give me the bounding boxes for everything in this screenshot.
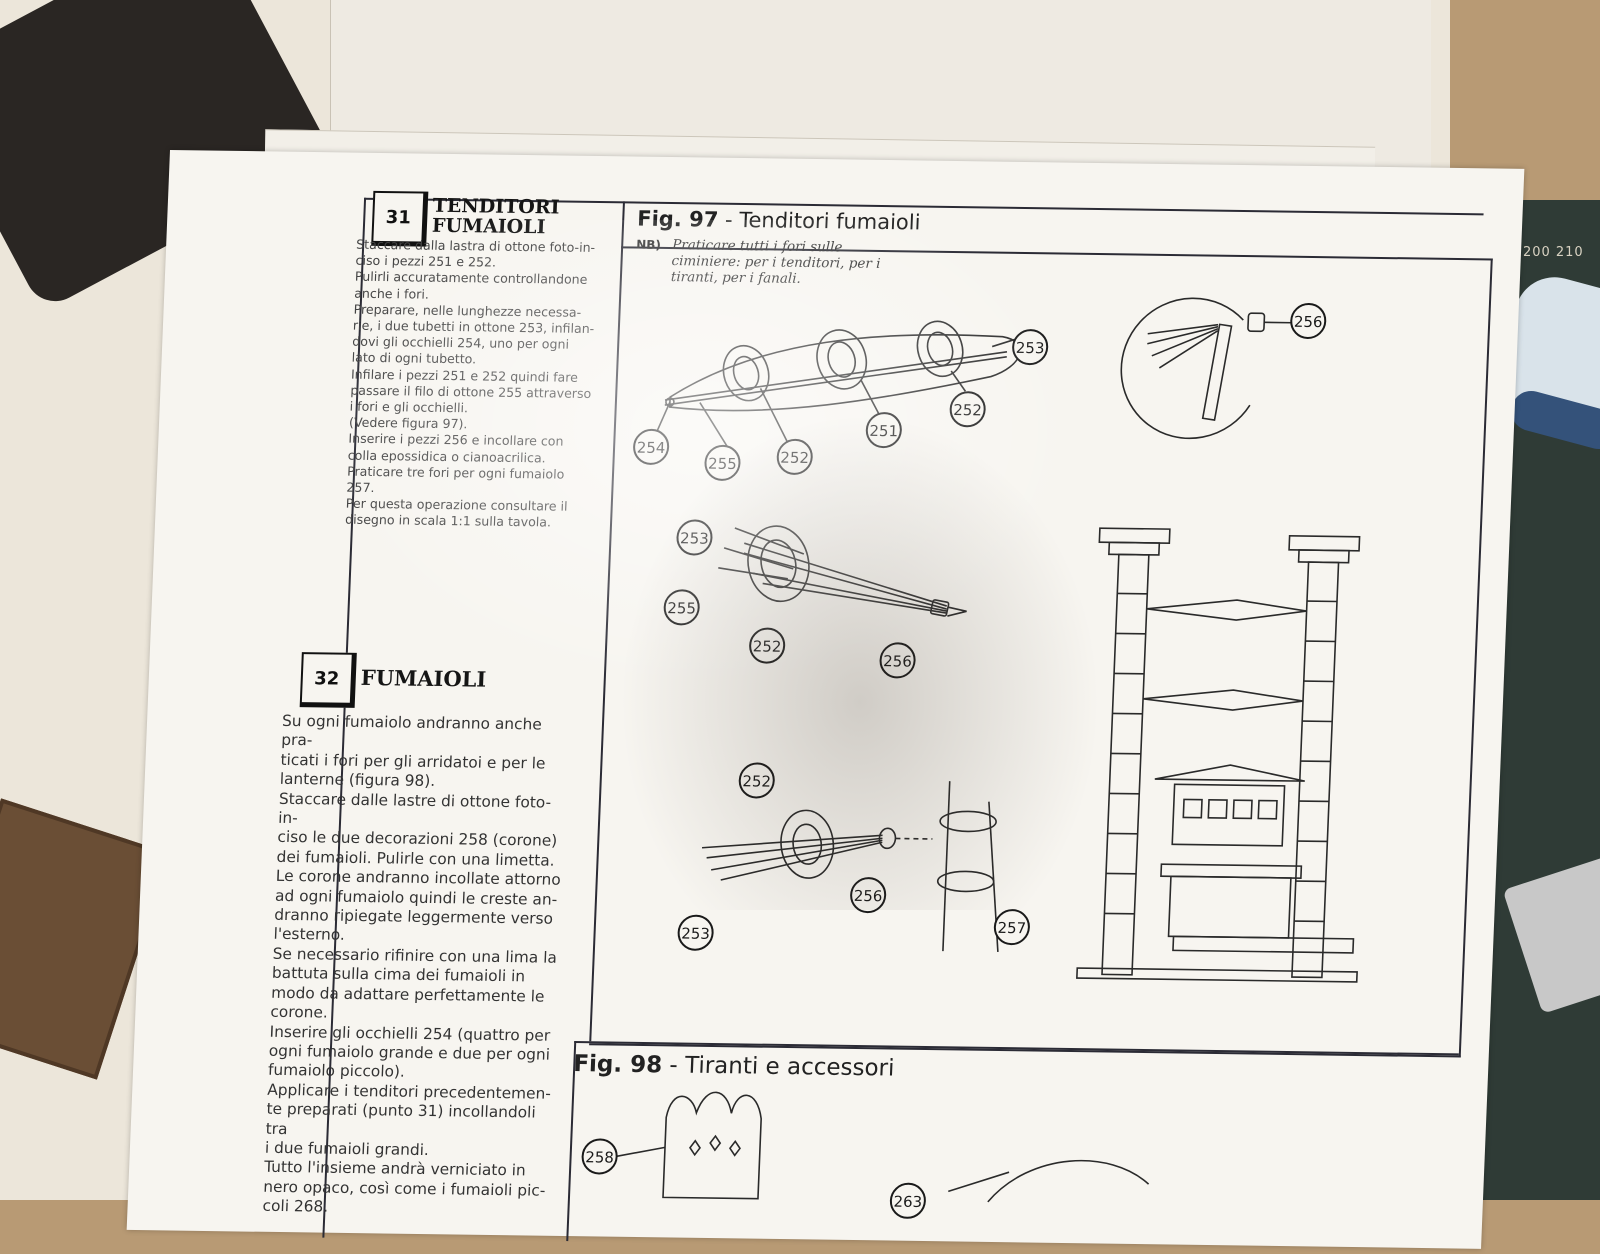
callout-top-253: 253 [1012, 330, 1047, 364]
svg-text:251: 251 [869, 422, 898, 440]
svg-text:256: 256 [853, 887, 882, 905]
svg-text:258: 258 [585, 1148, 614, 1166]
svg-text:253: 253 [681, 925, 710, 943]
callout-mid-252: 252 [749, 628, 784, 662]
callout-fig98-263: 263 [890, 1184, 925, 1218]
svg-text:253: 253 [680, 529, 709, 547]
svg-text:256: 256 [1294, 313, 1323, 331]
callout-top-252b: 252 [777, 440, 812, 474]
callout-top-254: 254 [633, 430, 668, 464]
callout-bot-252: 252 [739, 763, 774, 797]
callout-bot-256: 256 [850, 878, 885, 912]
callout-detail-256: 256 [1291, 304, 1326, 338]
callout-top-252a: 252 [950, 392, 985, 426]
callout-fig98-258: 258 [582, 1139, 617, 1173]
callout-mid-253: 253 [677, 520, 712, 554]
callout-labels: 253 252 251 252 254 255 256 253 255 252 … [127, 150, 1525, 1249]
callout-mid-255: 255 [664, 590, 699, 624]
callout-mid-256: 256 [880, 643, 915, 677]
svg-text:252: 252 [752, 637, 781, 655]
svg-text:253: 253 [1015, 339, 1044, 357]
svg-text:254: 254 [636, 439, 665, 457]
callout-bot-253: 253 [678, 915, 713, 949]
instruction-sheet: 31 TENDITORI FUMAIOLI Staccare dalla las… [127, 150, 1525, 1249]
svg-text:257: 257 [997, 919, 1026, 937]
callout-top-251: 251 [866, 413, 901, 447]
callout-bot-257: 257 [994, 910, 1029, 944]
svg-text:255: 255 [708, 455, 737, 473]
svg-text:252: 252 [742, 772, 771, 790]
svg-text:255: 255 [667, 599, 696, 617]
svg-text:256: 256 [883, 652, 912, 670]
svg-text:252: 252 [953, 401, 982, 419]
svg-text:252: 252 [780, 449, 809, 467]
callout-top-255: 255 [705, 446, 740, 480]
svg-text:263: 263 [893, 1193, 922, 1211]
